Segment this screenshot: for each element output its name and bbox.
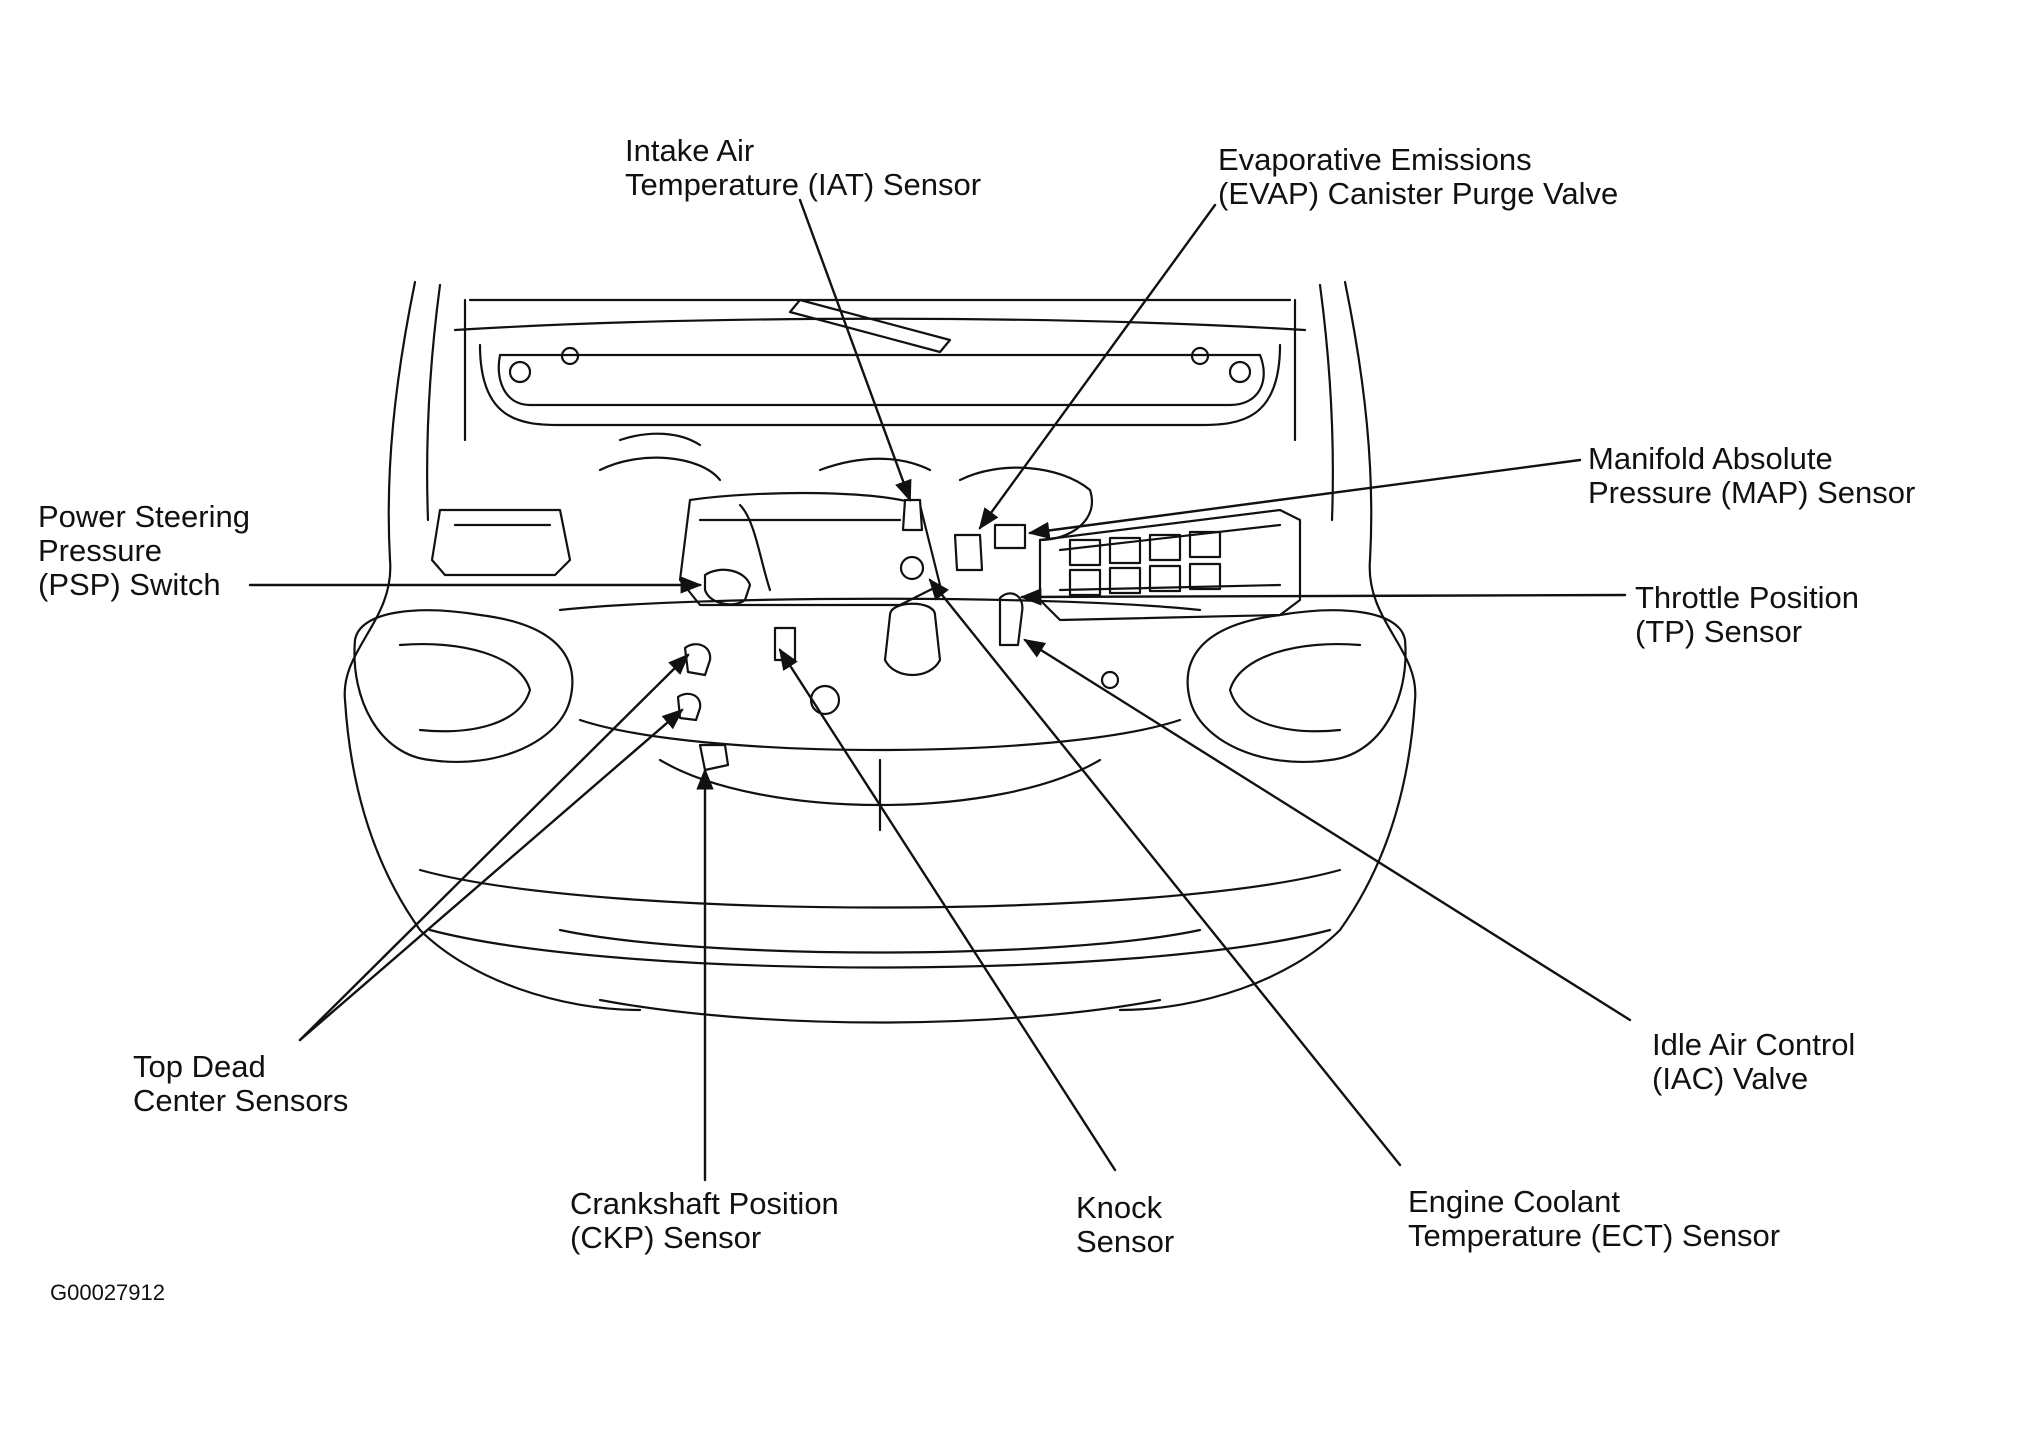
label-line: Temperature (ECT) Sensor bbox=[1408, 1218, 1781, 1253]
hood-outline bbox=[343, 280, 1417, 1012]
leader-iac bbox=[1023, 638, 1632, 1022]
label-map-sensor: Manifold Absolute Pressure (MAP) Sensor bbox=[1588, 442, 1915, 510]
leader-evap bbox=[978, 203, 1217, 530]
label-line: (CKP) Sensor bbox=[570, 1220, 762, 1255]
label-ckp-sensor: Crankshaft Position (CKP) Sensor bbox=[570, 1187, 839, 1255]
label-line: Throttle Position bbox=[1635, 580, 1859, 615]
label-evap-purge-valve: Evaporative Emissions (EVAP) Canister Pu… bbox=[1218, 143, 1618, 211]
front-end bbox=[353, 597, 1407, 1024]
label-line: Pressure (MAP) Sensor bbox=[1588, 475, 1916, 510]
leader-iat bbox=[798, 198, 912, 503]
figure-reference-id: G00027912 bbox=[50, 1280, 165, 1305]
label-line: Intake Air bbox=[625, 133, 755, 168]
leader-tp bbox=[1019, 588, 1627, 606]
label-line: Pressure bbox=[38, 533, 163, 568]
leader-ect bbox=[928, 578, 1402, 1167]
label-line: Manifold Absolute bbox=[1588, 441, 1833, 476]
label-line: Power Steering bbox=[38, 499, 250, 534]
leader-map bbox=[1027, 458, 1582, 540]
label-line: Center Sensors bbox=[133, 1083, 349, 1118]
label-line: (IAC) Valve bbox=[1652, 1061, 1809, 1096]
label-line: Crankshaft Position bbox=[570, 1186, 839, 1221]
label-knock-sensor: Knock Sensor bbox=[1076, 1191, 1174, 1259]
label-line: Top Dead bbox=[133, 1049, 266, 1084]
label-line: (EVAP) Canister Purge Valve bbox=[1218, 176, 1619, 211]
label-ect-sensor: Engine Coolant Temperature (ECT) Sensor bbox=[1408, 1185, 1780, 1253]
label-tp-sensor: Throttle Position (TP) Sensor bbox=[1635, 581, 1859, 649]
label-iac-valve: Idle Air Control (IAC) Valve bbox=[1652, 1028, 1855, 1096]
label-line: (PSP) Switch bbox=[38, 567, 221, 602]
leader-lines bbox=[248, 198, 1632, 1182]
engine-components bbox=[430, 432, 1302, 772]
leader-tdc-a bbox=[298, 653, 690, 1042]
label-line: Engine Coolant bbox=[1408, 1184, 1620, 1219]
leader-tdc-b bbox=[298, 708, 684, 1042]
label-line: Knock bbox=[1076, 1190, 1163, 1225]
label-line: Sensor bbox=[1076, 1224, 1175, 1259]
label-psp-switch: Power Steering Pressure (PSP) Switch bbox=[38, 500, 250, 602]
leader-knock bbox=[778, 648, 1117, 1172]
label-tdc-sensors: Top Dead Center Sensors bbox=[133, 1050, 348, 1118]
label-line: (TP) Sensor bbox=[1635, 614, 1803, 649]
label-line: Idle Air Control bbox=[1652, 1027, 1856, 1062]
label-line: Temperature (IAT) Sensor bbox=[625, 167, 982, 202]
label-line: Evaporative Emissions bbox=[1218, 142, 1532, 177]
label-iat-sensor: Intake Air Temperature (IAT) Sensor bbox=[625, 134, 981, 202]
